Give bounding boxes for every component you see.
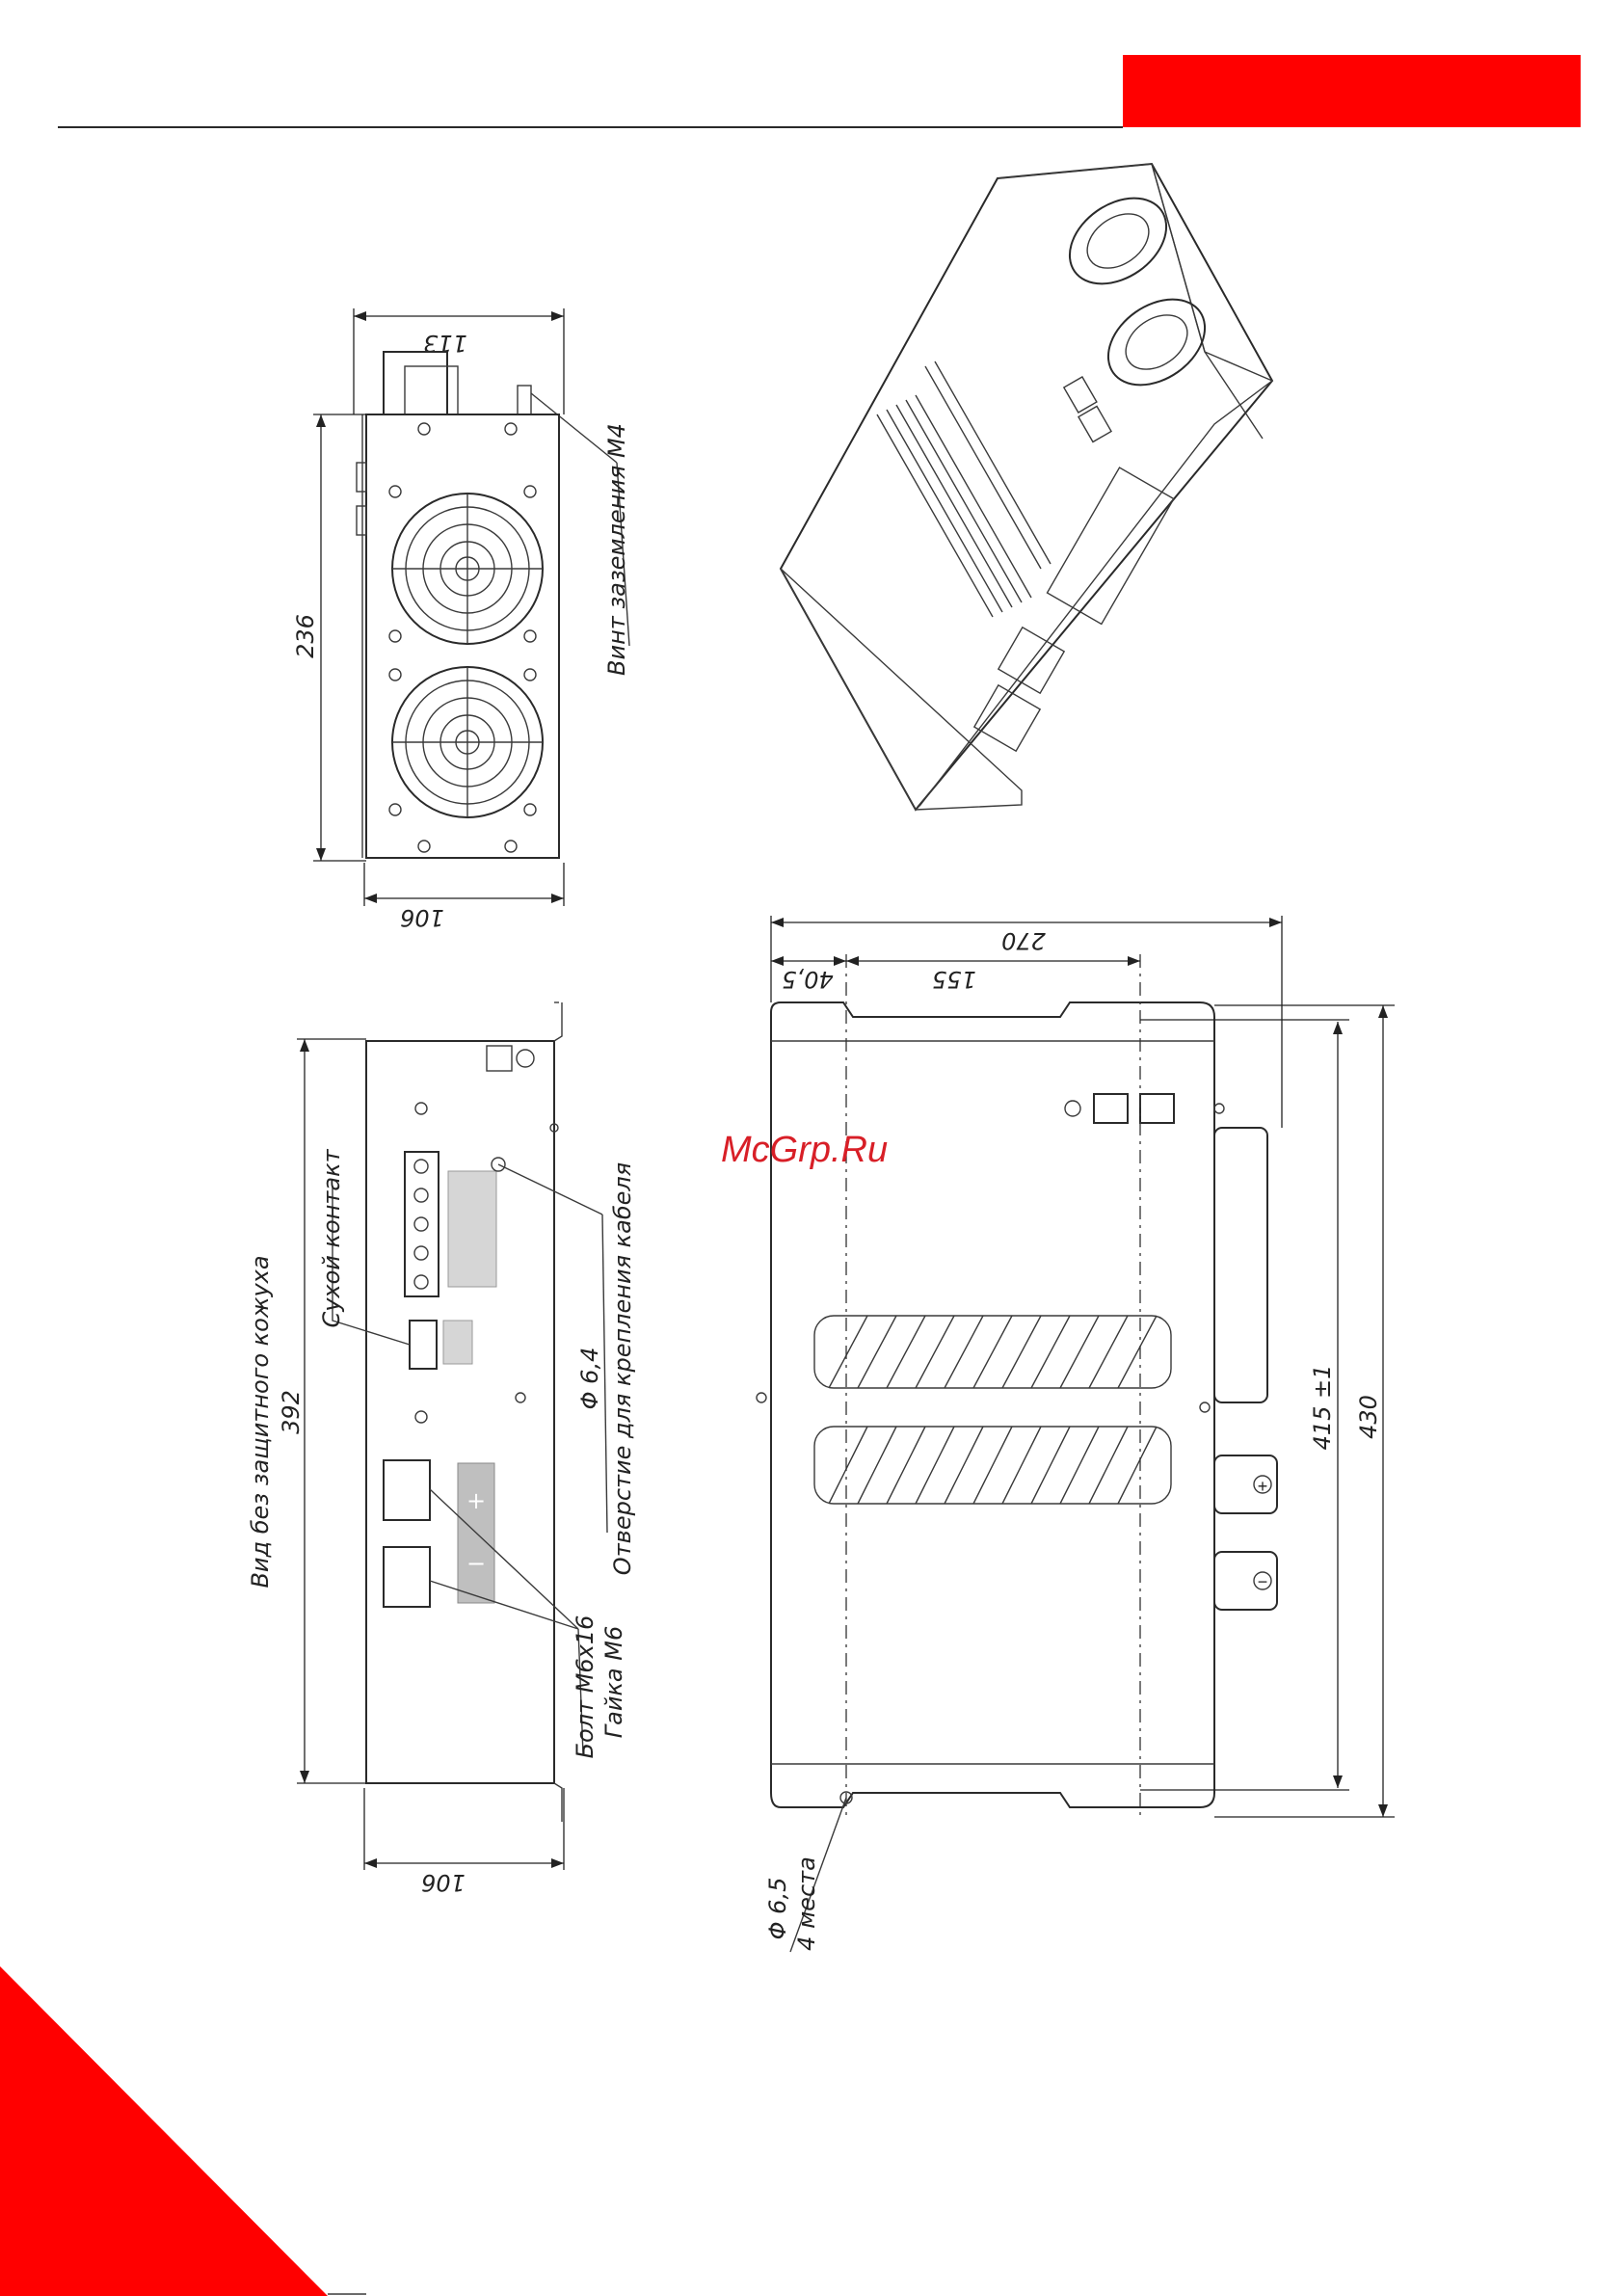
fan-icon (392, 494, 543, 644)
switch-icon (1140, 1094, 1174, 1123)
switch-icon (1094, 1094, 1128, 1123)
callout-hole-purpose: Отверстие для крепления кабеля (609, 1162, 636, 1575)
top-dim-270: 270 (1001, 927, 1046, 954)
fan-icon (1092, 281, 1221, 402)
plus-icon: + (466, 1487, 486, 1514)
minus-icon: − (466, 1550, 486, 1577)
top-view: + − (757, 916, 1395, 1952)
ground-screw (518, 386, 531, 414)
rear-body (366, 1041, 554, 1783)
top-dim-430: 430 (1355, 1395, 1382, 1439)
corner-accent-triangle (0, 1966, 328, 2296)
callout-nut: Гайка М6 (600, 1626, 627, 1738)
rear-view-caption: Вид без защитного кожуха (247, 1255, 274, 1588)
dc-terminal-negative (384, 1547, 430, 1607)
top-dim-415: 415 ±1 (1309, 1365, 1336, 1451)
callout-mount-hole-count: 4 места (793, 1856, 820, 1951)
fan-icon (392, 667, 543, 817)
plus-icon: + (1258, 1477, 1268, 1496)
top-dim-155: 155 (932, 966, 976, 993)
watermark: McGrp.Ru (721, 1130, 888, 1170)
fan-icon (1053, 180, 1183, 301)
vent-grille (814, 1427, 1171, 1504)
callout-mount-hole-diameter: Φ 6,5 (764, 1878, 791, 1940)
switch-icon (1064, 377, 1097, 413)
rear-view: + − 392 Вид без защитного кожуха Сухой к… (247, 1002, 636, 1896)
isometric-view (781, 164, 1272, 810)
rear-dim-106: 106 (421, 1869, 466, 1896)
callout-bolt: Болт М6х16 (572, 1615, 599, 1759)
side-dim-106: 106 (400, 904, 444, 931)
side-handle (1214, 1128, 1267, 1402)
label-plate (448, 1171, 496, 1287)
callout-ground-screw: Винт заземления М4 (603, 423, 630, 676)
side-body (366, 414, 559, 858)
dc-terminal-positive (384, 1460, 430, 1520)
terminal-block (1048, 467, 1174, 624)
side-view: 113 (292, 308, 630, 931)
rear-dim-392: 392 (278, 1390, 305, 1434)
dry-contact-terminal (410, 1321, 437, 1369)
side-dim-236: 236 (292, 614, 319, 658)
top-dim-offset: 40,5 (782, 966, 833, 993)
header-accent-bar (1123, 55, 1581, 127)
callout-hole-diameter: Φ 6,4 (576, 1348, 603, 1410)
minus-icon: − (1258, 1572, 1268, 1591)
vent-grille (814, 1316, 1171, 1388)
callout-dry-contact: Сухой контакт (318, 1148, 345, 1327)
switch-icon (1078, 407, 1111, 442)
